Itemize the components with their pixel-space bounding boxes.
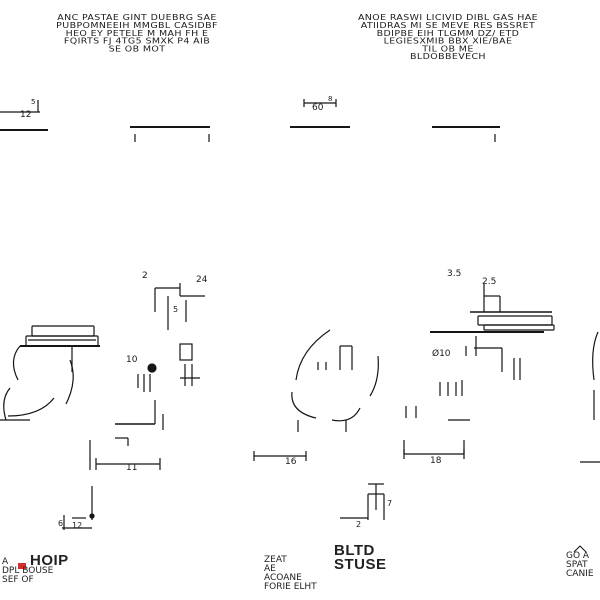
dim-top-left-label: 12 bbox=[20, 110, 31, 120]
dim-top-center-aux: 8 bbox=[328, 95, 332, 103]
dim-bottom-16: 16 bbox=[285, 457, 297, 467]
footer-logo-mark bbox=[18, 545, 587, 569]
bottom-dimension-right: 18 bbox=[403, 440, 465, 466]
lower-left-detail: 6 12 bbox=[58, 486, 95, 530]
footer-left-text: A DPL BOUSE SEF OF bbox=[2, 557, 54, 585]
dim-bore-left: 10 bbox=[126, 355, 138, 365]
dim-bottom-18: 18 bbox=[430, 456, 442, 466]
dim-small-7: 7 bbox=[387, 499, 392, 508]
right-flange-component: 3.5 2.5 Ø10 bbox=[405, 269, 555, 421]
dim-mid-24: 24 bbox=[196, 275, 208, 285]
lower-center-detail: 2 7 bbox=[340, 483, 392, 529]
dim-mid-25: 2.5 bbox=[482, 277, 496, 287]
bottom-dimension-center: 16 bbox=[253, 451, 307, 467]
header-right-text: ANOE RASWI LICIVID DIBL GAS HAE ATIIDRAS… bbox=[357, 13, 539, 62]
footer-center-text: ZEAT AE ACOANE FORIE ELHT bbox=[264, 555, 317, 592]
dim-small-2: 2 bbox=[356, 520, 361, 529]
center-curve-component bbox=[291, 329, 379, 432]
right-edge-component bbox=[580, 331, 600, 463]
footer-center-title: BLTD STUSE bbox=[334, 542, 387, 573]
dim-bottom-11: 11 bbox=[126, 463, 137, 473]
header-left-text: ANC PASTAE GINT DUEBRG SAE PUBPOMNEEIH M… bbox=[56, 13, 218, 54]
dim-mid-5: 5 bbox=[173, 305, 178, 314]
dim-top-center-label: 60 bbox=[312, 103, 324, 113]
bottom-dimension-left: 11 bbox=[89, 440, 161, 473]
top-left-dimension: 12 5 bbox=[0, 98, 48, 131]
dim-small-12: 12 bbox=[72, 521, 82, 530]
left-flange-component bbox=[0, 325, 100, 421]
dim-top-left-aux: 5 bbox=[31, 98, 35, 106]
left-center-step-component: 2 24 10 5 bbox=[115, 271, 208, 446]
top-center-dimension: 60 8 bbox=[290, 95, 350, 128]
footer-right-text: GO A SPAT CANIE bbox=[566, 551, 594, 579]
dim-small-6: 6 bbox=[58, 519, 63, 528]
dim-bore-right: Ø10 bbox=[432, 348, 451, 359]
footer-left-title: HOIP bbox=[30, 552, 69, 569]
dim-mid-35: 3.5 bbox=[447, 269, 461, 279]
dim-mid-2: 2 bbox=[142, 271, 148, 281]
